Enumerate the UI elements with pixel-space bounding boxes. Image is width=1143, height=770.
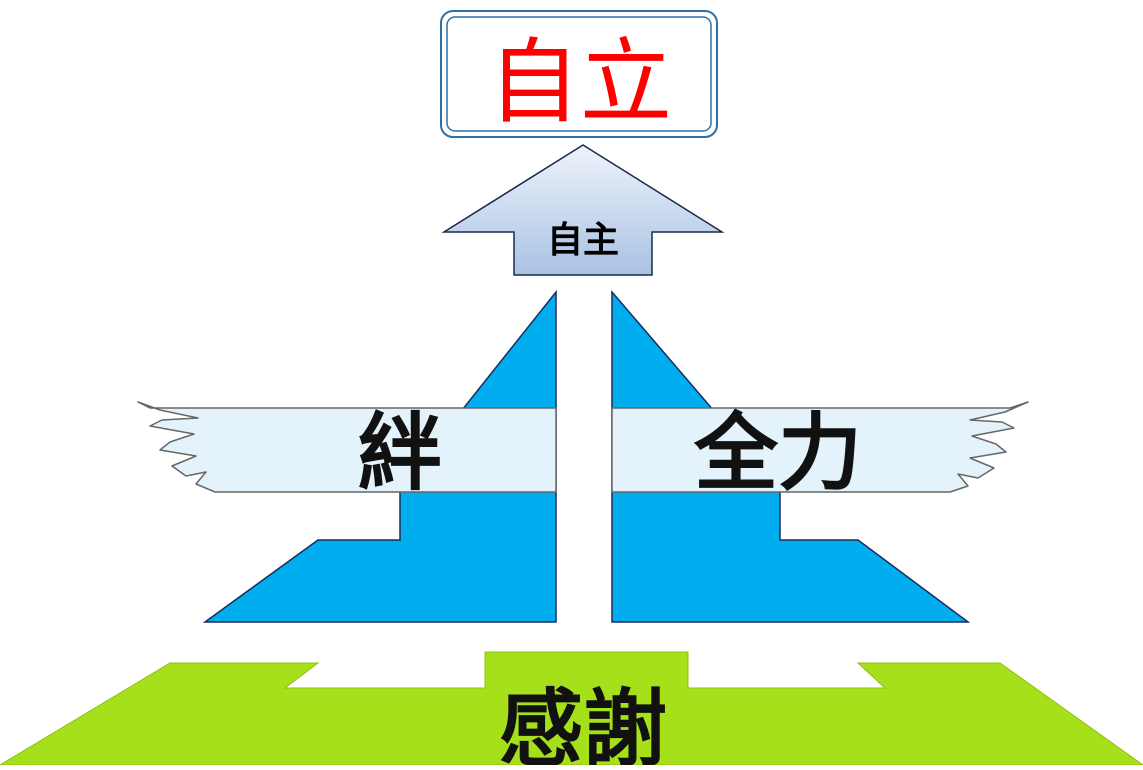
up-arrow bbox=[441, 144, 725, 276]
wing-left-label: 絆 bbox=[358, 403, 442, 502]
base-shape bbox=[0, 651, 1143, 766]
arrow-label: 自主 bbox=[547, 220, 619, 261]
wing-right-label: 全力 bbox=[693, 403, 862, 502]
goal-label: 自立 bbox=[488, 29, 672, 136]
right-wing bbox=[611, 401, 1029, 493]
left-wing bbox=[137, 401, 557, 493]
base-label: 感謝 bbox=[499, 679, 667, 765]
